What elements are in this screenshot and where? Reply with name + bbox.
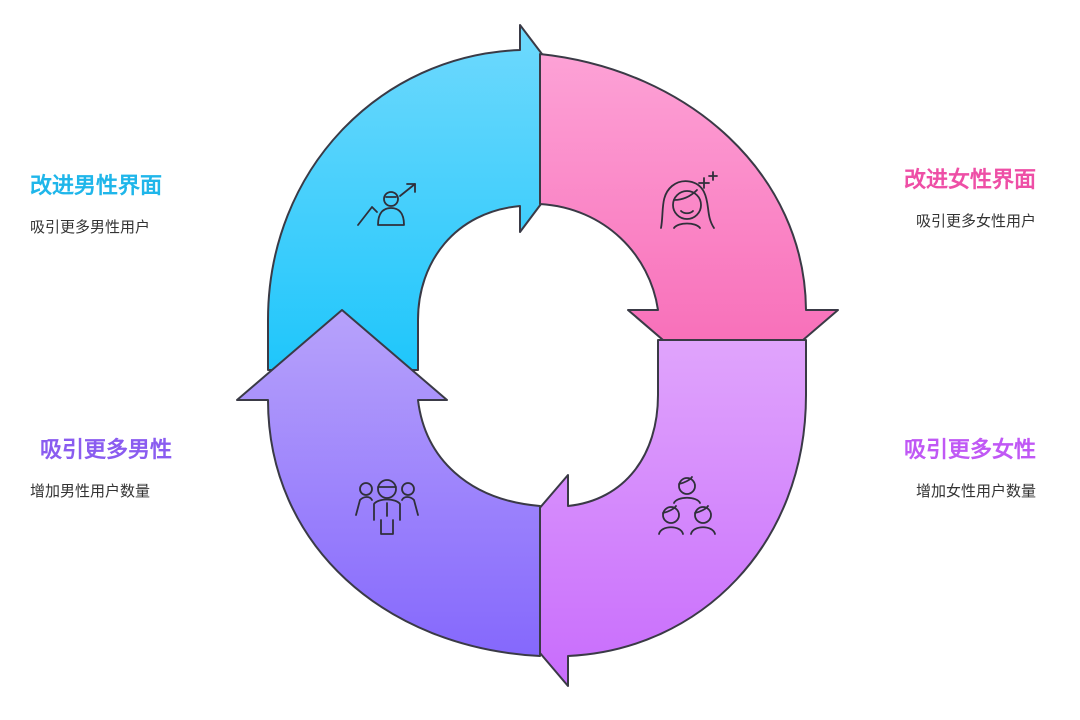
stage-improve-male-ui: 改进男性界面 吸引更多男性用户 (30, 172, 270, 238)
segment-improve-male-ui (267, 24, 599, 371)
stage-attract-female: 吸引更多女性 增加女性用户数量 (796, 436, 1036, 502)
stage-improve-female-ui: 改进女性界面 吸引更多女性用户 (796, 166, 1036, 232)
stage-description: 吸引更多男性用户 (30, 218, 151, 236)
stage-title: 改进女性界面 (903, 168, 1036, 193)
woman-sparkle-icon (660, 171, 718, 229)
stage-title: 吸引更多女性 (903, 438, 1036, 463)
men-group-icon (355, 479, 419, 535)
stage-attract-male: 吸引更多男性 增加男性用户数量 (30, 436, 270, 502)
stage-title: 改进男性界面 (30, 174, 163, 199)
growth-person-icon (357, 183, 416, 226)
segment-attract-female (477, 339, 807, 687)
stage-title: 吸引更多男性 (40, 438, 173, 463)
stage-description: 增加男性用户数量 (30, 482, 151, 500)
women-group-icon (658, 476, 716, 535)
stage-description: 增加女性用户数量 (915, 482, 1036, 500)
stage-description: 吸引更多女性用户 (915, 212, 1036, 230)
segment-attract-male (236, 309, 541, 657)
segment-improve-female-ui (539, 53, 839, 401)
